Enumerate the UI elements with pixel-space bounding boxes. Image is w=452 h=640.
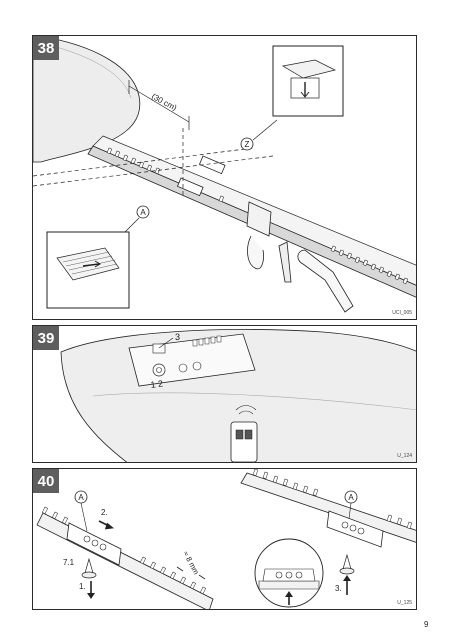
rail-right [240,472,416,543]
distance-label: (30 cm) [150,92,178,113]
step-40-panel: 40 A 2. 7.1 1. [32,468,417,610]
screw-right [342,553,352,570]
arrow-label-3: 3. [335,584,342,593]
arrow-label-7-1: 7.1 [63,558,75,567]
page-number: 9 [424,620,429,629]
arrow-label-1: 1. [79,582,86,591]
step-39-number: 39 [33,326,59,350]
svg-text:A: A [78,493,84,502]
svg-text:A: A [348,493,354,502]
wrench [297,249,354,313]
remote-button-2 [244,429,253,440]
motor-housing [33,39,141,163]
step-38-number: 38 [33,36,59,60]
svg-text:Z: Z [245,140,250,149]
signal-icon [238,410,254,415]
limit-stop-z [198,155,226,175]
remote-button-1 [235,429,244,440]
step-38-illustration: (30 cm) Z A [33,39,416,313]
callout-3: 3 [175,332,180,342]
learn-button [152,343,166,354]
arrow-label-2: 2. [101,508,108,517]
svg-text:A: A [140,208,146,217]
step-40-illustration: A 2. 7.1 1. ≈ 8 mm [36,469,416,609]
limit-stop-a [176,177,204,197]
step-40-number: 40 [33,469,59,493]
callout-a [136,205,150,219]
step-40-code: U_125 [397,600,412,606]
gap-label: ≈ 8 mm [181,550,201,576]
step-39-code: U_124 [397,453,412,459]
step-39-illustration: 1 2 3 [60,329,416,462]
remote-control [230,421,258,462]
step-39-panel: 39 1 2 3 U_124 [32,325,417,463]
step-38-code: UCI_005 [392,310,412,316]
board-terminal-label: 1 2 [150,378,164,390]
release-lever [247,235,264,270]
carriage [246,201,272,237]
chain [106,147,409,285]
step-38-panel: 38 [32,35,417,320]
screw-left [84,557,94,574]
dip-switches [192,335,222,347]
distance-dimension [128,85,190,123]
callout-z [240,137,254,151]
